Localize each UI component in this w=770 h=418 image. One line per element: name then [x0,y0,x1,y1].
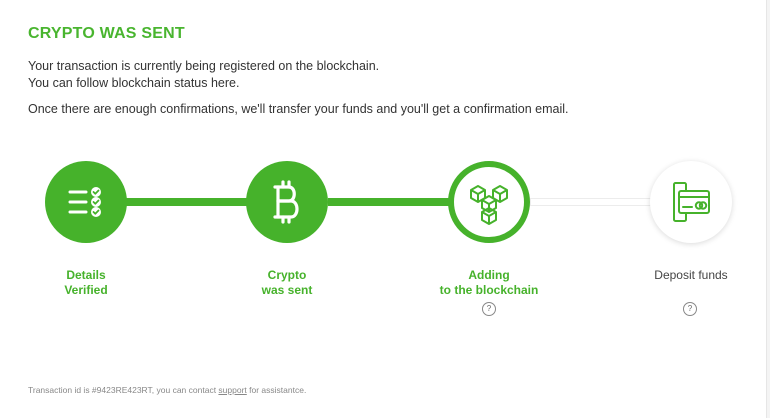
step-adding-blockchain [448,161,530,243]
step-label-line: Adding [468,268,510,282]
step-label-line: to the blockchain [439,282,539,297]
blocks-icon [470,185,508,225]
step-label-line: Crypto [267,268,307,282]
step-label-adding-blockchain: Adding to the blockchain [419,268,559,297]
step-label-line: Details [66,268,106,282]
step-label-details-verified: Details Verified [16,268,156,297]
step-crypto-sent [246,161,328,243]
step-deposit-funds [650,161,732,243]
confirmation-info: Once there are enough confirmations, we'… [28,102,569,116]
transaction-footer: Transaction id is #9423RE423RT, you can … [28,385,306,395]
progress-track-2 [328,198,450,206]
step-details-verified [45,161,127,243]
step-label-crypto-sent: Crypto was sent [217,268,357,297]
status-description: Your transaction is currently being regi… [28,58,379,92]
support-link[interactable]: support [218,385,247,395]
help-icon[interactable]: ? [683,302,697,316]
footer-prefix: Transaction id is #9423RE423RT, you can … [28,385,219,395]
page-title: CRYPTO WAS SENT [28,25,185,42]
progress-track-1 [126,198,248,206]
card-deposit-icon [673,182,710,222]
status-line-1: Your transaction is currently being regi… [28,59,380,73]
step-label-line: was sent [261,282,313,297]
step-label-deposit-funds: Deposit funds [621,268,761,283]
progress-track-3 [530,198,652,206]
bitcoin-icon [273,180,299,224]
status-line-2: You can follow blockchain status here. [28,76,240,90]
step-label-line: Verified [64,282,108,297]
checklist-icon [68,187,101,217]
footer-suffix: for assistantce. [246,385,307,395]
step-label-line: Deposit funds [654,268,728,282]
help-icon[interactable]: ? [482,302,496,316]
